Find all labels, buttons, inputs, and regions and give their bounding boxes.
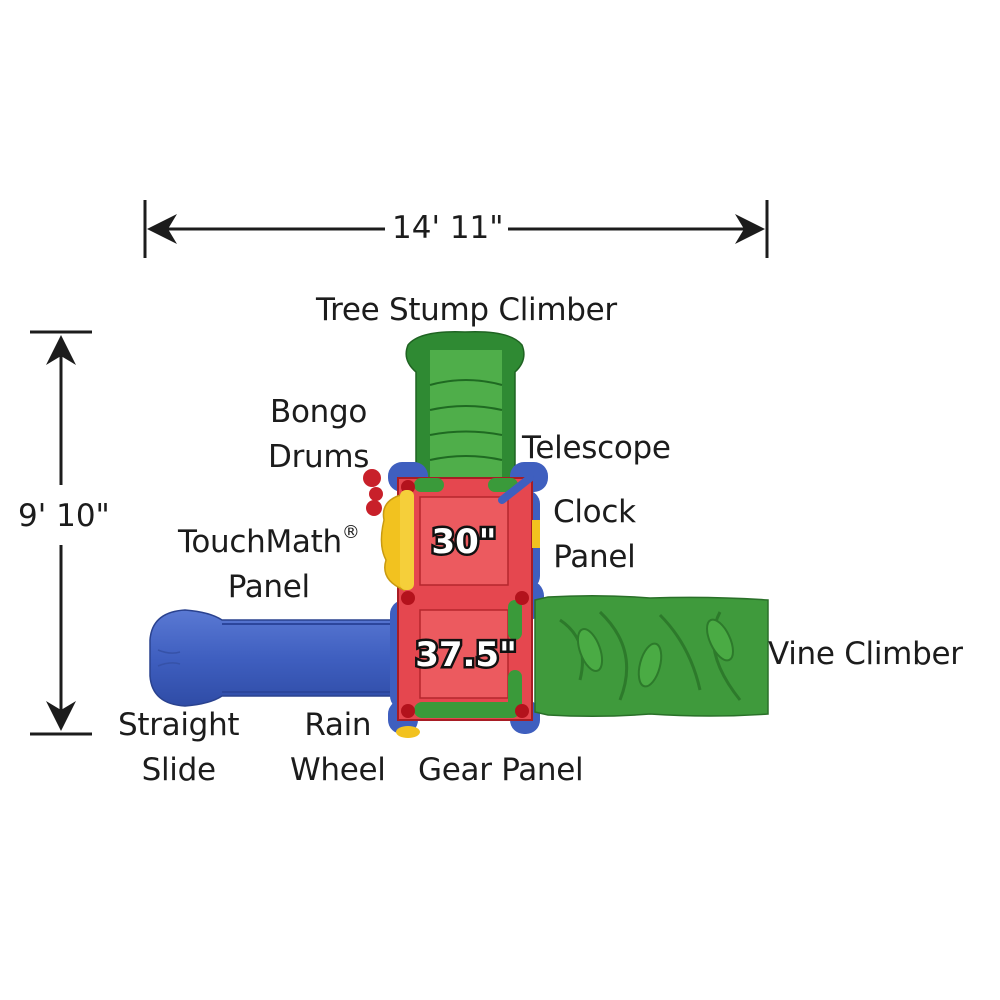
telescope-shape (498, 474, 534, 504)
deck-structure (397, 474, 534, 721)
label-gear-panel: Gear Panel (418, 752, 584, 788)
label-bongo-drums-line1: Bongo (270, 394, 368, 430)
post (515, 591, 529, 605)
label-rain-wheel-line2: Wheel (290, 752, 386, 788)
label-clock-panel-line2: Panel (553, 539, 636, 575)
deck-upper (419, 496, 509, 586)
label-telescope: Telescope (522, 430, 671, 466)
label-rain-wheel: Rain Wheel (290, 703, 386, 793)
width-dimension-line (143, 200, 769, 258)
rain-wheel-shape (396, 726, 420, 738)
touchmath-panel-shape (380, 493, 405, 592)
label-bongo-drums-line2: Drums (268, 439, 370, 475)
depth-dimension-label: 9' 10" (18, 498, 110, 534)
deck-height-upper: 30" (431, 522, 496, 562)
label-touchmath-panel-line2: Panel (227, 569, 310, 605)
label-rain-wheel-line1: Rain (304, 707, 372, 743)
label-straight-slide-line1: Straight (118, 707, 240, 743)
straight-slide (149, 609, 401, 707)
vine-climber (534, 594, 769, 718)
label-straight-slide: Straight Slide (118, 703, 240, 793)
label-touchmath-panel-line1: TouchMath® (178, 522, 360, 560)
bongo-drums-shape (363, 469, 383, 516)
post (401, 591, 415, 605)
label-clock-panel-line1: Clock (553, 494, 636, 530)
width-dimension-label: 14' 11" (388, 210, 508, 246)
depth-dimension-line (30, 330, 92, 736)
post (515, 704, 529, 718)
label-touchmath-panel: TouchMath® Panel (178, 510, 360, 610)
label-clock-panel: Clock Panel (553, 490, 636, 580)
tree-stump-climber (405, 331, 525, 479)
clock-panel-shape (532, 520, 540, 548)
label-tree-stump-climber: Tree Stump Climber (316, 292, 617, 328)
label-bongo-drums: Bongo Drums (268, 390, 369, 480)
deck-lower (419, 609, 509, 699)
post (401, 704, 415, 718)
label-straight-slide-line2: Slide (141, 752, 216, 788)
deck-height-lower: 37.5" (415, 635, 517, 675)
label-vine-climber: Vine Climber (768, 636, 963, 672)
